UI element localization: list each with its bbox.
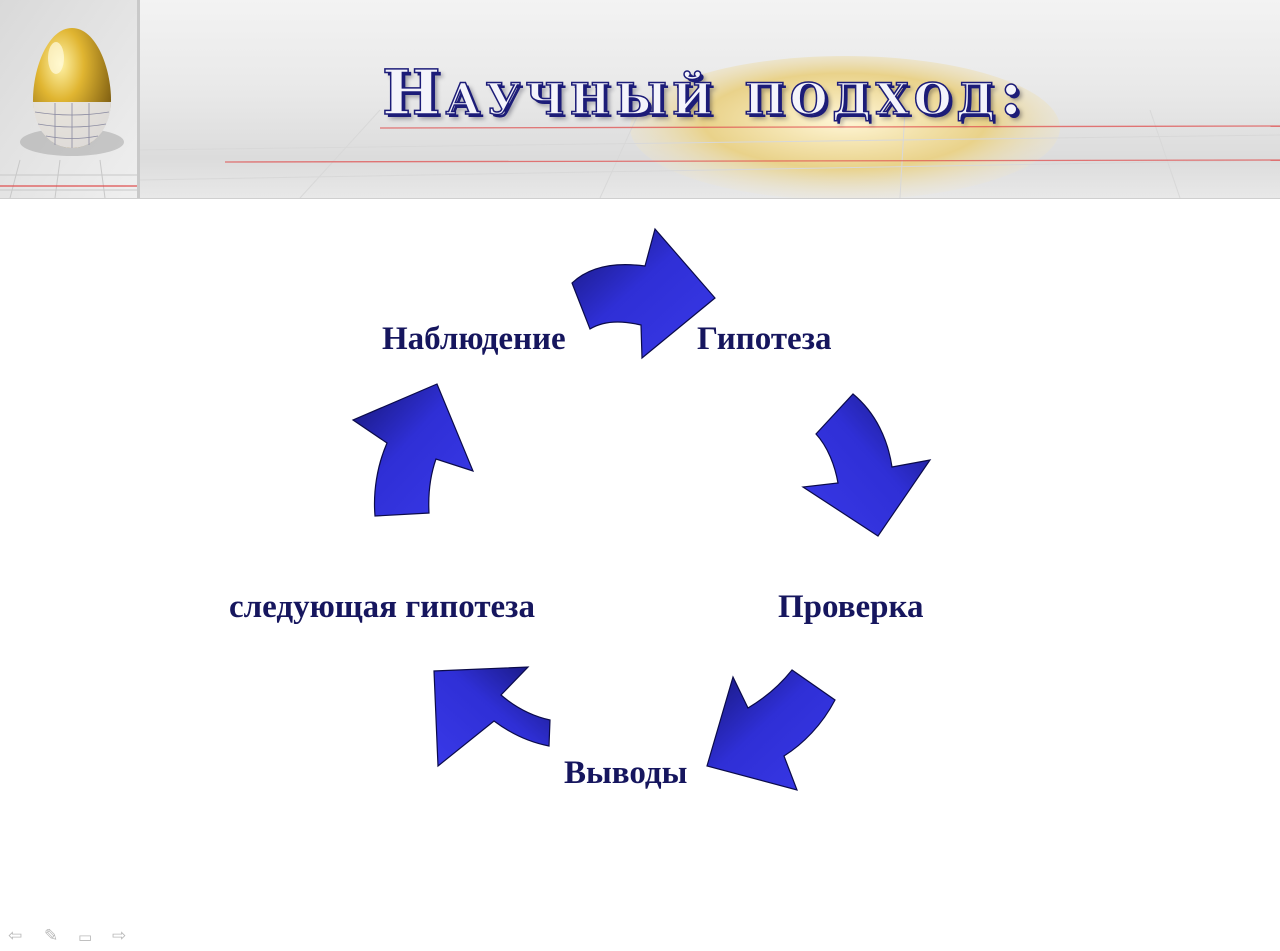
cycle-arrow-3	[706, 669, 836, 791]
cycle-step-observation: Наблюдение	[382, 321, 566, 357]
cycle-step-hypothesis: Гипотеза	[697, 321, 832, 357]
cycle-step-conclusions: Выводы	[564, 755, 688, 791]
cycle-arrow-2	[801, 393, 932, 537]
slide-header: Научный подход:	[0, 0, 1280, 199]
pen-icon[interactable]: ✎	[44, 926, 59, 946]
cycle-arrow-5	[351, 383, 475, 517]
header-background	[0, 0, 1280, 198]
cycle-step-testing: Проверка	[778, 589, 924, 625]
arrow-left-icon[interactable]: ⇦	[8, 926, 23, 946]
cycle-arrow-1	[571, 227, 716, 360]
cycle-arrow-4	[433, 666, 551, 768]
arrow-right-icon[interactable]: ⇨	[112, 926, 127, 946]
cycle-step-next-hypothesis: следующая гипотеза	[229, 589, 535, 625]
slide-title: Научный подход:	[381, 56, 1028, 129]
screen-icon[interactable]: ▭	[78, 928, 93, 946]
golden-egg-icon	[33, 28, 111, 148]
